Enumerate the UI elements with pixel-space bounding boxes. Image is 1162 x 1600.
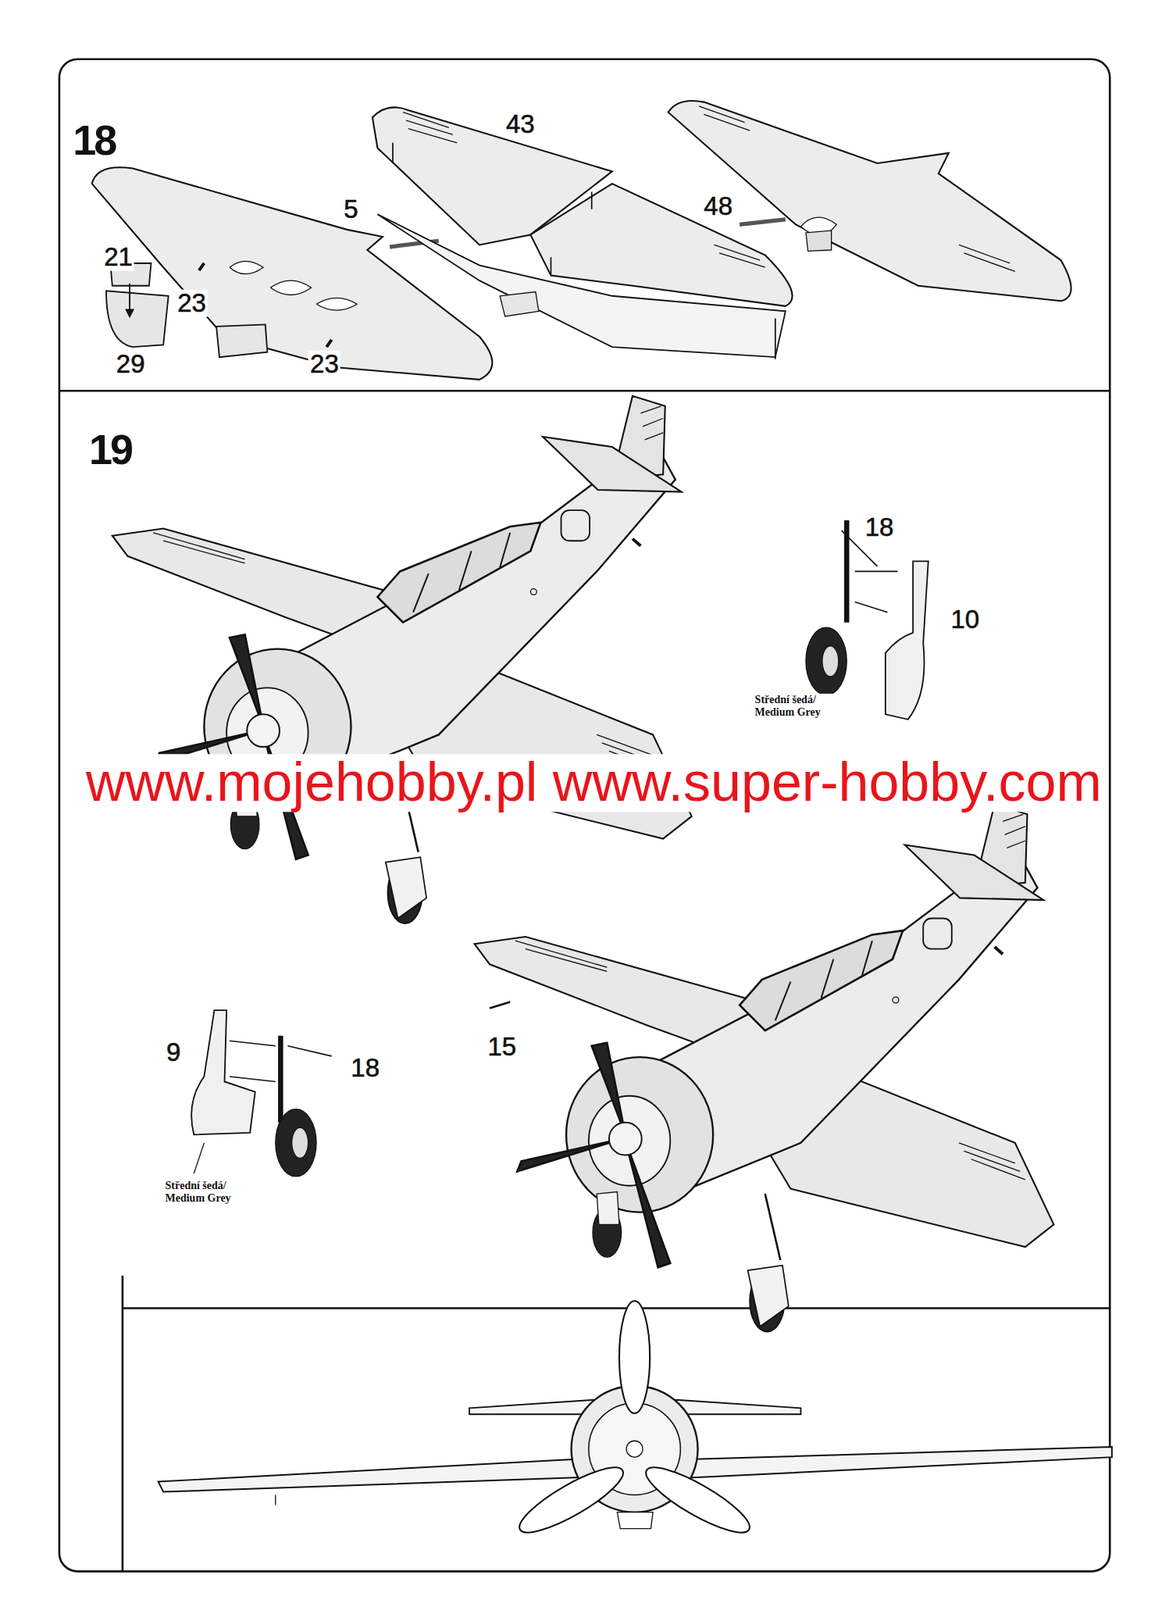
completed-wing bbox=[668, 100, 1072, 301]
oil-cooler-fitted bbox=[499, 292, 539, 317]
callout-number: 23 bbox=[175, 289, 208, 318]
callout-number: 18 bbox=[863, 513, 896, 542]
callout-number: 10 bbox=[949, 605, 982, 634]
colour-note: Střední šedá/ Medium Grey bbox=[753, 693, 843, 719]
step-number: 19 bbox=[87, 426, 133, 471]
aircraft-view bbox=[474, 803, 1055, 1331]
leader-line bbox=[128, 283, 131, 317]
part-15-antenna bbox=[489, 1001, 510, 1009]
step-number: 18 bbox=[71, 117, 117, 163]
panel-divider bbox=[122, 1306, 1110, 1309]
front-view bbox=[158, 1300, 1113, 1543]
oil-cooler-fitted bbox=[805, 230, 832, 251]
hatching bbox=[698, 106, 1016, 272]
callout-number: 15 bbox=[485, 1033, 518, 1061]
oil-cooler-fitted bbox=[216, 324, 268, 357]
gear-detail bbox=[191, 1009, 332, 1177]
callout-number: 5 bbox=[342, 195, 360, 223]
callout-number: 43 bbox=[504, 110, 537, 139]
callout-number: 23 bbox=[308, 350, 341, 378]
gear-detail bbox=[805, 520, 929, 720]
panel-divider bbox=[121, 1275, 125, 1572]
callout-number: 18 bbox=[349, 1053, 382, 1081]
lower-wing-behind bbox=[377, 213, 785, 357]
panel-divider bbox=[59, 389, 1110, 393]
part-23 bbox=[199, 263, 332, 347]
colour-note: Střední šedá/ Medium Grey bbox=[163, 1179, 254, 1205]
callout-number: 9 bbox=[164, 1038, 182, 1066]
callout-number: 48 bbox=[702, 192, 735, 221]
wheel-wells bbox=[229, 260, 357, 311]
watermark: www.mojehobby.pl www.super-hobby.com bbox=[82, 753, 1105, 812]
page-frame bbox=[59, 59, 1110, 1572]
assembly-arrows bbox=[392, 142, 776, 360]
step-18-drawing bbox=[92, 100, 1072, 380]
oil-cooler bbox=[106, 263, 169, 347]
aircraft-view bbox=[112, 395, 692, 924]
callout-number: 21 bbox=[102, 243, 135, 271]
assembly-arrow bbox=[739, 219, 786, 225]
callout-number: 29 bbox=[114, 350, 147, 378]
